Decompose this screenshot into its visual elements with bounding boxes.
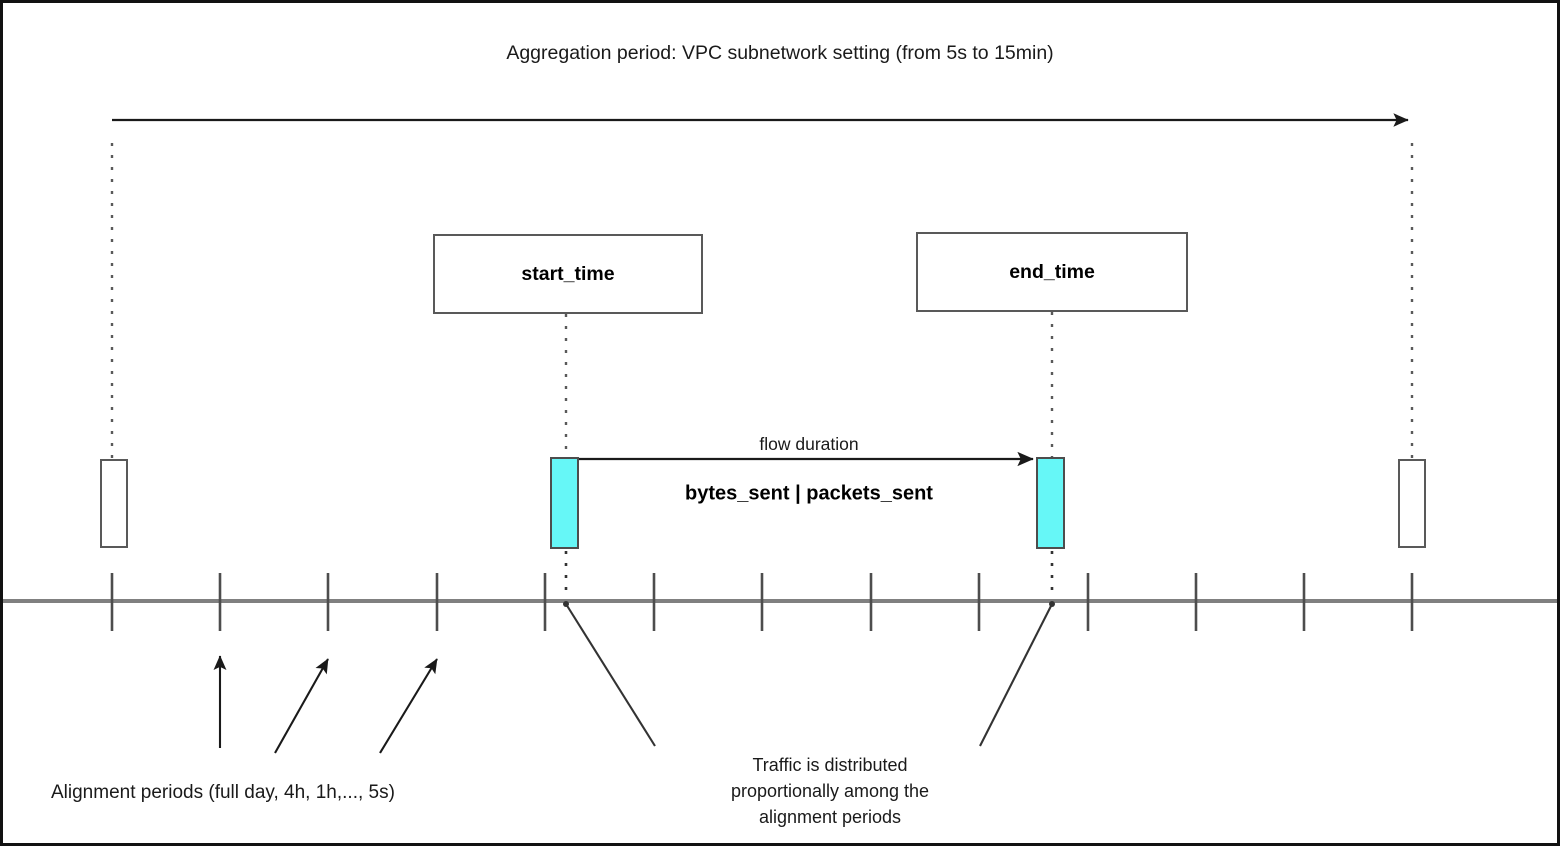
timeline-ticks [110,573,1414,631]
diagram-vector-layer [3,113,1557,754]
flow-end-marker [1036,457,1065,549]
alignment-periods-label: Alignment periods (full day, 4h, 1h,...,… [51,782,395,803]
traffic-note-line-1: Traffic is distributed [752,755,908,775]
end-time-label: end_time [1009,260,1095,283]
aggregation-end-marker [1398,459,1426,548]
flow-start-marker [550,457,579,549]
traffic-distribution-note: Traffic is distributed proportionally am… [700,752,960,830]
traffic-note-callouts [563,601,1055,747]
metrics-label: bytes_sent | packets_sent [685,482,933,505]
end-time-box[interactable]: end_time [916,232,1188,312]
traffic-note-line-2: proportionally among the [730,781,930,802]
aggregation-start-marker [100,459,128,548]
alignment-period-pointers [213,655,438,754]
flow-duration-label: flow duration [759,434,859,454]
start-time-label: start_time [521,262,615,285]
traffic-note-line-3: alignment periods [758,807,902,828]
start-time-box[interactable]: start_time [433,234,703,314]
page-title: Aggregation period: VPC subnetwork setti… [506,42,1054,64]
